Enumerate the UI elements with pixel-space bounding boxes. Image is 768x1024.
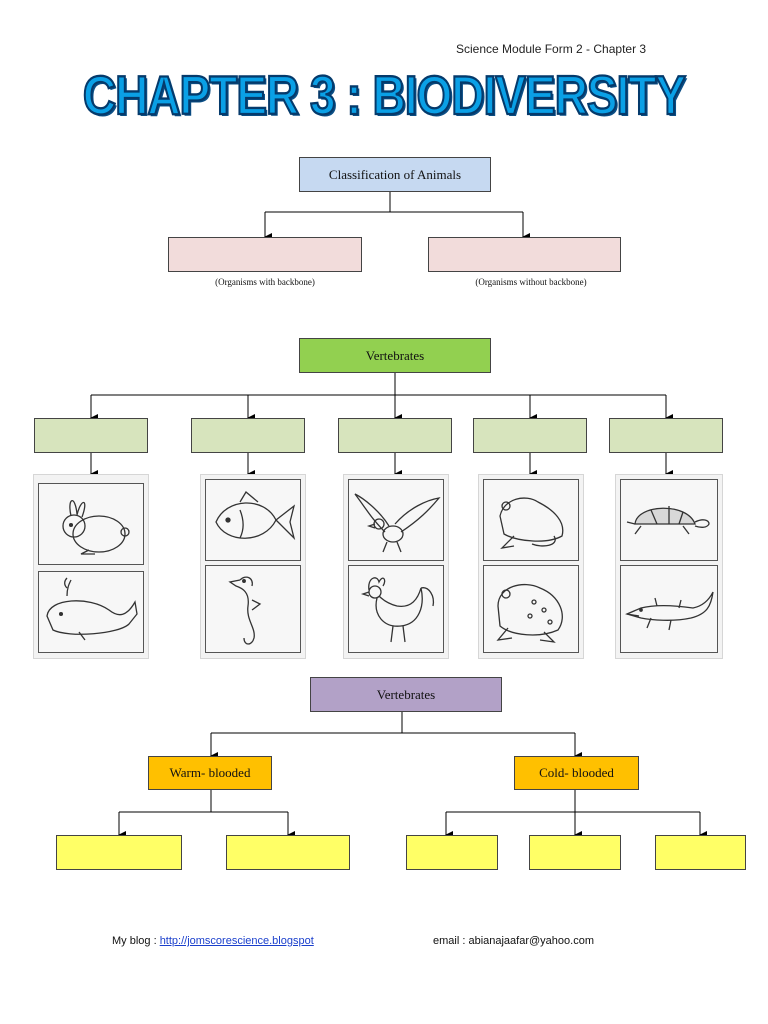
- cold-blooded-box: Cold- blooded: [514, 756, 639, 790]
- picture-panel-mammals: [33, 474, 149, 659]
- turtle-picture: [620, 479, 718, 561]
- classification-root-box: Classification of Animals: [299, 157, 491, 192]
- toad-icon: [496, 584, 563, 643]
- whale-icon: [46, 577, 138, 641]
- crocodile-icon: [625, 591, 714, 631]
- picture-panel-amphibians: [478, 474, 584, 659]
- answer-box-class-5[interactable]: [609, 418, 723, 453]
- footer-blog: My blog : http://jomscorescience.blogspo…: [112, 935, 314, 947]
- answer-box-vertebrates[interactable]: [168, 237, 362, 272]
- frog-picture: [483, 479, 579, 561]
- rabbit-picture: [38, 483, 144, 565]
- header-note: Science Module Form 2 - Chapter 3: [456, 42, 647, 56]
- seahorse-icon: [228, 576, 262, 645]
- note-without-backbone: (Organisms without backbone): [475, 277, 587, 287]
- answer-box-invertebrates[interactable]: [428, 237, 621, 272]
- picture-panel-birds: [343, 474, 449, 659]
- note-with-backbone: (Organisms with backbone): [215, 277, 315, 287]
- seahorse-picture: [205, 565, 301, 653]
- footer-email: email : abianajaafar@yahoo.com: [433, 935, 594, 947]
- picture-panel-fish: [200, 474, 306, 659]
- answer-box-warm-1[interactable]: [56, 835, 182, 870]
- blog-label: My blog :: [112, 935, 160, 947]
- turtle-icon: [626, 506, 710, 535]
- answer-box-class-2[interactable]: [191, 418, 305, 453]
- answer-box-warm-2[interactable]: [226, 835, 350, 870]
- blog-link[interactable]: http://jomscorescience.blogspot: [159, 935, 314, 947]
- toad-picture: [483, 565, 579, 653]
- answer-box-cold-3[interactable]: [655, 835, 746, 870]
- answer-box-class-3[interactable]: [338, 418, 452, 453]
- warm-blooded-box: Warm- blooded: [148, 756, 272, 790]
- chapter-title: CHAPTER 3 : BIODIVERSITY: [82, 63, 687, 127]
- whale-picture: [38, 571, 144, 653]
- rabbit-icon: [62, 500, 130, 555]
- fish-icon: [215, 491, 296, 541]
- answer-box-cold-1[interactable]: [406, 835, 498, 870]
- rooster-icon: [360, 577, 435, 643]
- picture-panel-reptiles: [615, 474, 723, 659]
- rooster-picture: [348, 565, 444, 653]
- eagle-picture: [348, 479, 444, 561]
- vertebrates-box-2: Vertebrates: [310, 677, 502, 712]
- vertebrates-box: Vertebrates: [299, 338, 491, 373]
- eagle-icon: [354, 493, 441, 553]
- crocodile-picture: [620, 565, 718, 653]
- fish-picture: [205, 479, 301, 561]
- frog-icon: [499, 497, 564, 549]
- answer-box-class-1[interactable]: [34, 418, 148, 453]
- answer-box-cold-2[interactable]: [529, 835, 621, 870]
- answer-box-class-4[interactable]: [473, 418, 587, 453]
